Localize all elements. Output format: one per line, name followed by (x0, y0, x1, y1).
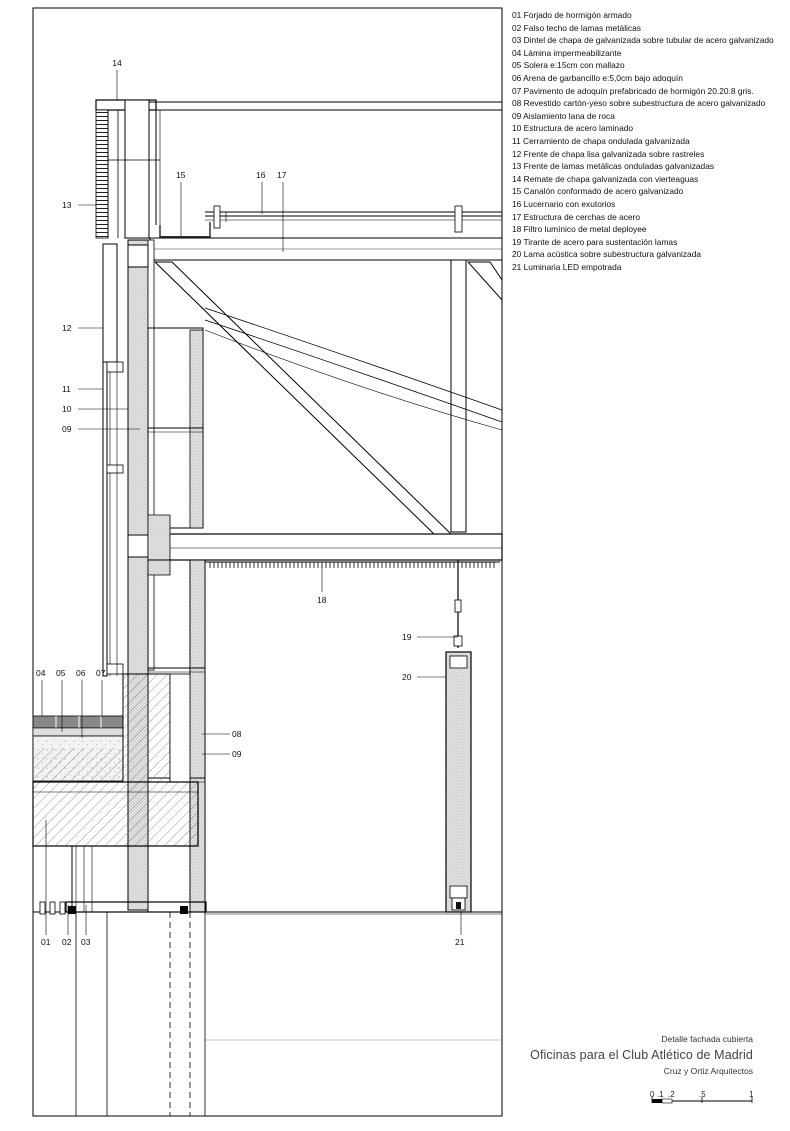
callout-15: 15 (176, 170, 186, 180)
callout-18: 18 (317, 595, 327, 605)
legend-item: 07 Pavimento de adoquín prefabricado de … (512, 85, 754, 96)
callout-11: 11 (62, 384, 71, 394)
callout-05: 05 (56, 668, 66, 678)
callout-14: 14 (112, 58, 122, 68)
flat-sheet-12 (102, 243, 118, 363)
legend-item: 08 Revestido cartón-yeso sobre subestruc… (512, 98, 766, 109)
truss-vertical (450, 259, 467, 533)
legend-item: 02 Falso techo de lamas metálicas (512, 22, 641, 33)
callout-10: 10 (62, 404, 72, 414)
legend-item: 04 Lámina impermeabilizante (512, 47, 622, 58)
parapet-tube (124, 99, 150, 239)
plasterboard-lining (189, 559, 206, 913)
legend-item: 21 Luminaria LED empotrada (512, 261, 622, 272)
drawing-title: Oficinas para el Club Atlético de Madrid (530, 1048, 753, 1062)
scale-label-0: 0 (650, 1090, 655, 1099)
callout-02: 02 (62, 937, 72, 947)
callout-09-lower: 09 (232, 749, 242, 759)
callout-03: 03 (81, 937, 91, 947)
callout-21: 21 (455, 937, 465, 947)
legend-item: 12 Frente de chapa lisa galvanizada sobr… (512, 148, 705, 159)
callout-04: 04 (36, 668, 46, 678)
concrete-upstand (122, 673, 171, 783)
facade-louvres-13 (95, 109, 109, 239)
legend-item: 15 Canalón conformado de acero galvaniza… (512, 186, 684, 197)
scale-label-0-2: .2 (668, 1090, 675, 1099)
legend-item: 18 Filtro lumínico de metal deployee (512, 224, 647, 235)
legend-list: 01 Forjado de hormigón armado 02 Falso te… (512, 9, 774, 273)
paving-07 (32, 715, 124, 729)
callout-07: 07 (96, 668, 106, 678)
callout-16: 16 (256, 170, 266, 180)
callout-09-upper: 09 (62, 424, 72, 434)
callout-01: 01 (41, 937, 51, 947)
corrugated-cladding-11 (102, 361, 108, 677)
legend-item: 03 Dintel de chapa de galvanizada sobre … (512, 35, 774, 46)
callout-20: 20 (402, 672, 412, 682)
architects-name: Cruz y Ortiz Arquitectos (663, 1066, 753, 1076)
callout-17: 17 (277, 170, 287, 180)
concrete-slab-01 (32, 781, 199, 847)
callout-19: 19 (402, 632, 412, 642)
legend-item: 13 Frente de lamas metálicas onduladas g… (512, 161, 715, 172)
leader-lines (41, 70, 462, 935)
scale-label-0-1: .1 (657, 1090, 664, 1099)
legend-item: 17 Estructura de cerchas de acero (512, 211, 641, 222)
legend-item: 06 Arena de garbancillo e:5,0cm bajo ado… (512, 72, 683, 83)
callout-12: 12 (62, 323, 72, 333)
gutter-15 (159, 222, 211, 239)
acoustic-slat-20 (445, 651, 472, 913)
callout-06: 06 (76, 668, 86, 678)
callout-13: 13 (62, 200, 72, 210)
legend-item: 20 Lama acústica sobre subestructura gal… (512, 249, 702, 260)
legend-item: 09 Aislamiento lana de roca (512, 110, 615, 121)
truss-bottom-chord (149, 533, 503, 561)
sheet-frame (32, 7, 503, 1117)
legend-item: 05 Solera e:15cm con mallazo (512, 60, 625, 71)
legend-item: 01 Forjado de hormigón armado (512, 10, 632, 20)
scale-label-0-5: .5 (699, 1090, 706, 1099)
drawing-subtitle: Detalle fachada cubierta (661, 1034, 753, 1044)
legend-item: 10 Estructura de acero laminado (512, 123, 634, 134)
legend-item: 19 Tirante de acero para sustentación la… (512, 236, 678, 247)
metal-filter-18 (209, 562, 495, 568)
legend-item: 11 Cerramiento de chapa ondulada galvani… (512, 135, 690, 146)
callout-08: 08 (232, 729, 242, 739)
legend-item: 14 Remate de chapa galvanizada con viert… (512, 173, 699, 184)
scale-label-1: 1 (749, 1090, 754, 1099)
sand-06 (32, 727, 124, 737)
legend-item: 16 Lucernario con exutorios (512, 198, 616, 209)
scale-bar (651, 1097, 753, 1104)
